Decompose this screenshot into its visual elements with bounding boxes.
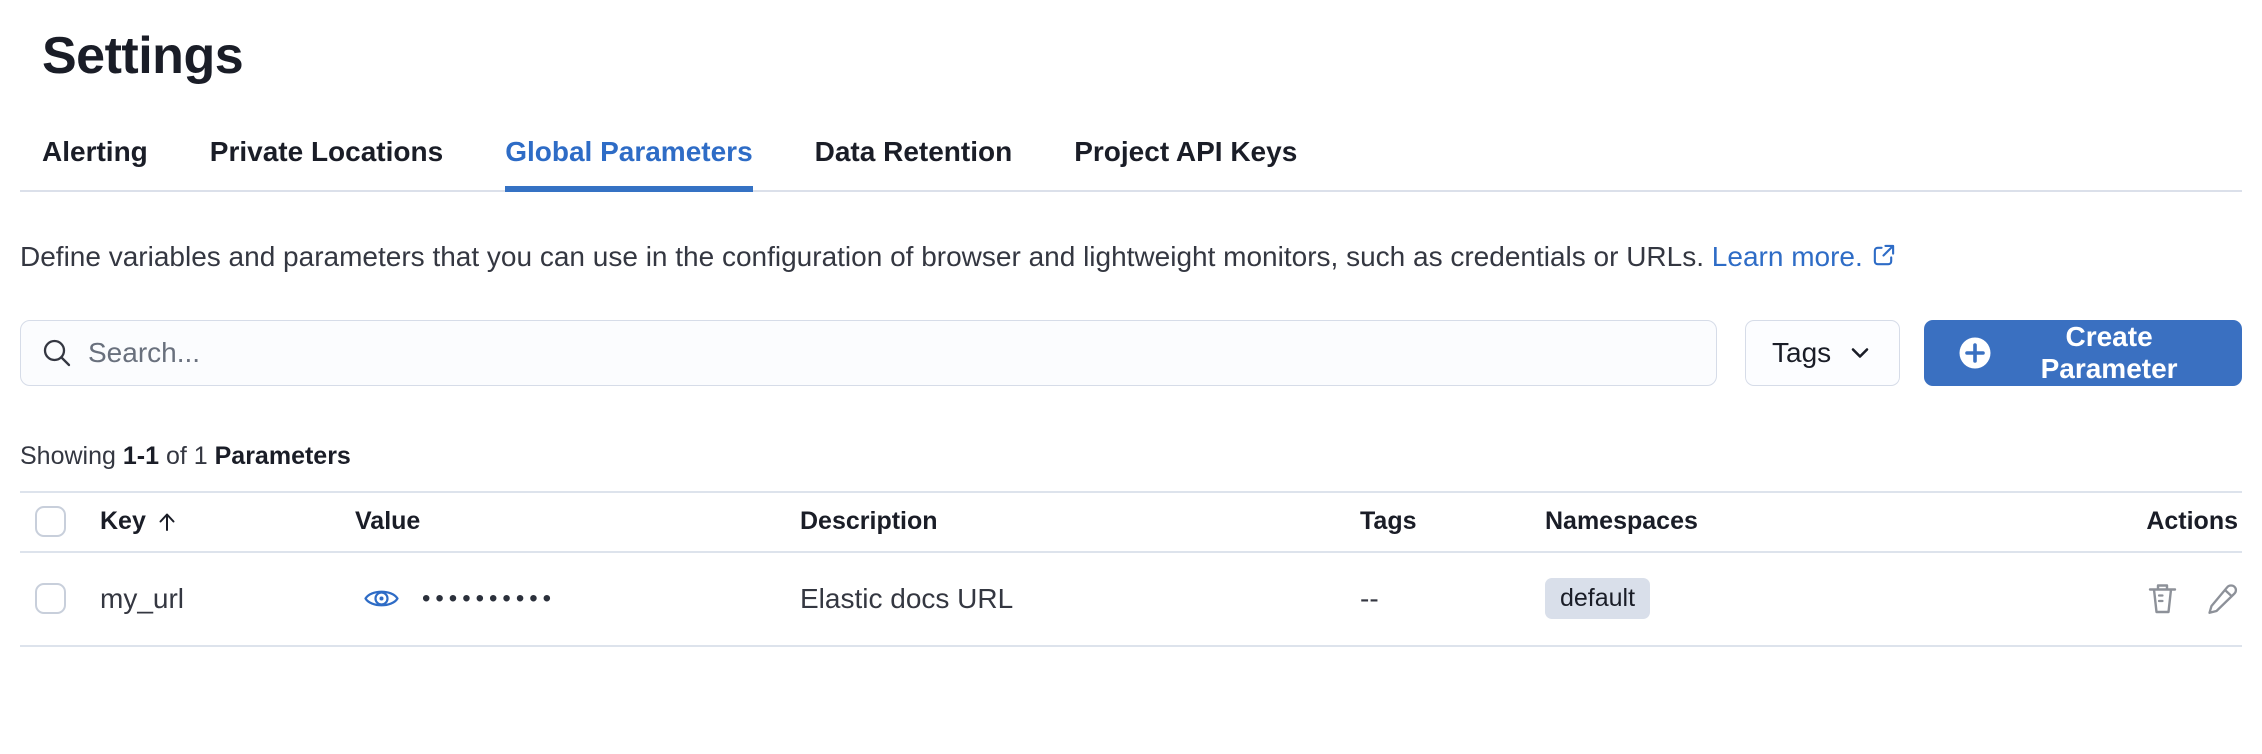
parameter-namespaces-cell: default <box>1545 578 2055 620</box>
header-checkbox-cell <box>20 506 100 538</box>
tab-data-retention[interactable]: Data Retention <box>814 136 1013 167</box>
parameters-table: Key Value Description Tags Namespaces Ac… <box>20 490 2242 647</box>
settings-tabs: Alerting Private Locations Global Parame… <box>20 136 2242 192</box>
learn-more-label: Learn more. <box>1711 241 1863 272</box>
column-header-description[interactable]: Description <box>800 507 938 536</box>
summary-entity: Parameters <box>214 441 351 470</box>
tab-private-locations[interactable]: Private Locations <box>209 136 444 167</box>
pencil-icon <box>2205 582 2238 615</box>
select-all-checkbox[interactable] <box>35 506 66 538</box>
search-input[interactable] <box>88 336 1696 369</box>
masked-value: •••••••••• <box>422 584 557 612</box>
parameter-description-cell: Elastic docs URL <box>800 582 1014 614</box>
page-description: Define variables and parameters that you… <box>20 234 2242 282</box>
learn-more-link[interactable]: Learn more. <box>1712 241 1896 272</box>
column-header-value[interactable]: Value <box>355 507 421 536</box>
plus-in-circle-icon <box>1958 336 1992 370</box>
row-checkbox[interactable] <box>35 583 66 615</box>
page-title: Settings <box>42 27 244 85</box>
chevron-down-icon <box>1847 340 1873 366</box>
column-header-key[interactable]: Key <box>100 507 355 536</box>
reveal-value-button[interactable] <box>363 585 400 612</box>
summary-showing: Showing <box>20 441 116 470</box>
description-text: Define variables and parameters that you… <box>20 241 1705 272</box>
eye-icon <box>363 585 400 612</box>
parameter-actions-cell <box>2055 581 2242 616</box>
column-key-label: Key <box>100 507 146 536</box>
parameter-tags-cell: -- <box>1360 582 1379 614</box>
row-checkbox-cell <box>20 583 100 615</box>
tags-filter-button[interactable]: Tags <box>1745 319 1901 386</box>
summary-of: of <box>165 441 187 470</box>
results-summary: Showing 1-1 of 1 Parameters <box>20 442 2242 471</box>
tab-alerting[interactable]: Alerting <box>42 136 148 167</box>
parameters-toolbar: Tags Create Parameter <box>20 319 2242 386</box>
sort-ascending-arrow-icon <box>156 511 178 533</box>
tags-filter-label: Tags <box>1772 336 1832 368</box>
create-parameter-button[interactable]: Create Parameter <box>1924 319 2242 386</box>
search-box <box>20 319 1717 386</box>
search-icon <box>41 337 72 368</box>
external-link-icon <box>1871 236 1896 282</box>
parameter-key-cell: my_url <box>100 582 185 614</box>
tab-global-parameters[interactable]: Global Parameters <box>505 136 753 192</box>
namespace-badge: default <box>1545 578 1651 620</box>
table-row: my_url •••••••••• Elastic docs URL -- de… <box>20 553 2242 647</box>
trash-icon <box>2146 581 2179 616</box>
summary-range: 1-1 <box>122 441 159 470</box>
tab-project-api-keys[interactable]: Project API Keys <box>1074 136 1298 167</box>
table-header-row: Key Value Description Tags Namespaces Ac… <box>20 490 2242 553</box>
parameter-value-cell: •••••••••• <box>355 585 800 613</box>
summary-total: 1 <box>193 441 208 470</box>
column-header-tags[interactable]: Tags <box>1360 507 1417 536</box>
edit-parameter-button[interactable] <box>2205 582 2238 615</box>
delete-parameter-button[interactable] <box>2146 581 2179 616</box>
column-header-namespaces[interactable]: Namespaces <box>1545 507 1698 536</box>
column-header-actions: Actions <box>2146 507 2238 536</box>
create-parameter-label: Create Parameter <box>2040 320 2178 384</box>
